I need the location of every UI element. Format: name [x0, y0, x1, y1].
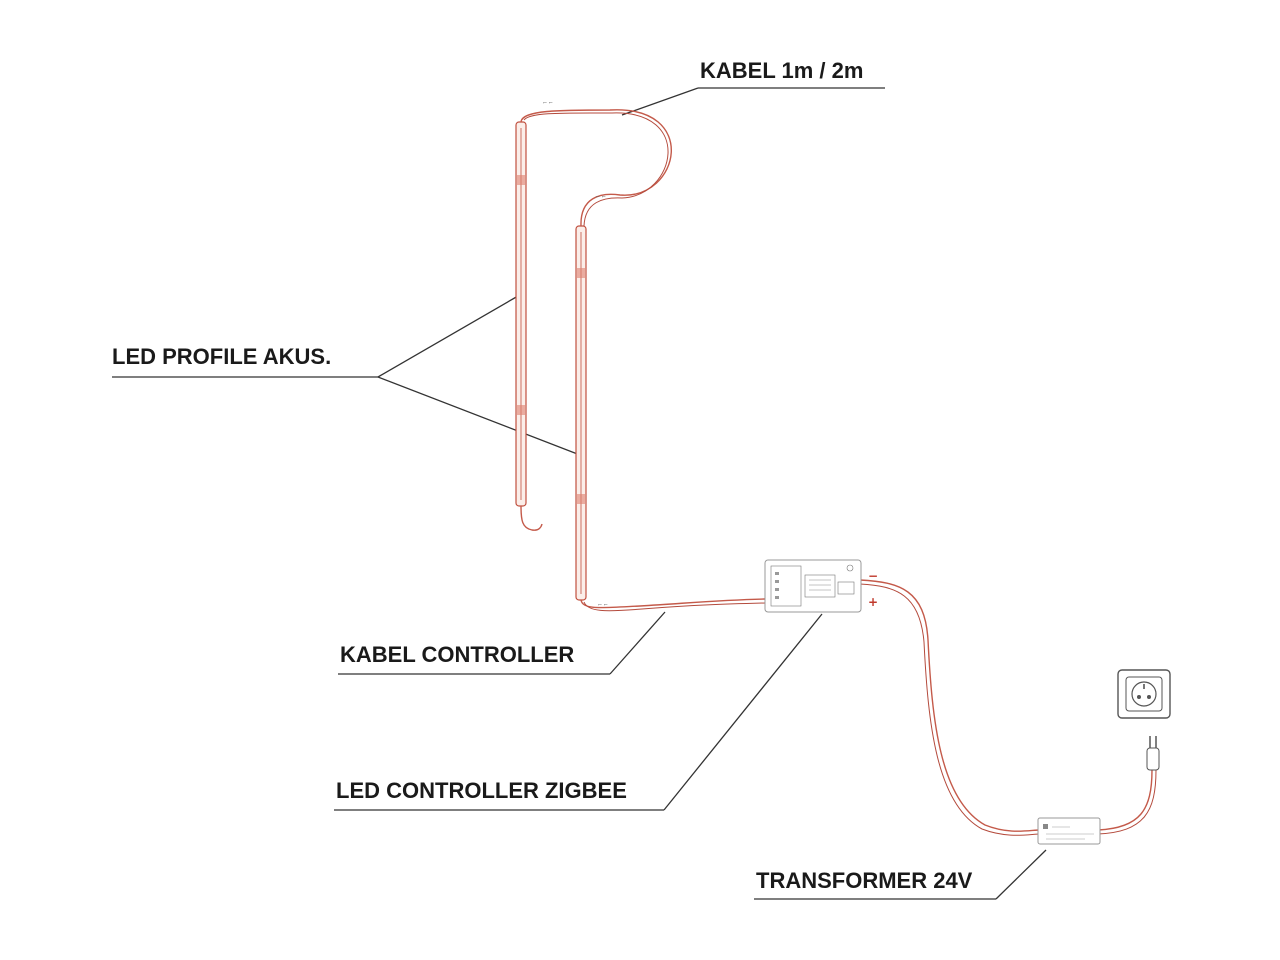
- label-profile: LED PROFILE AKUS.: [112, 344, 331, 369]
- cable-controller: ⌐ ⌐: [580, 598, 766, 612]
- label-controller-group: LED CONTROLLER ZIGBEE: [334, 613, 823, 811]
- label-kabel-leader: [621, 87, 699, 116]
- cable-1m-2m: ⌐ ⌐ ⌐ ⌐: [520, 100, 672, 227]
- label-controller-leader: [663, 613, 823, 811]
- svg-text:⌐ ⌐: ⌐ ⌐: [596, 194, 606, 200]
- label-kabel-group: KABEL 1m / 2m: [621, 58, 885, 116]
- label-transformer: TRANSFORMER 24V: [756, 868, 973, 893]
- transformer-box: [1037, 817, 1101, 845]
- label-transformer-group: TRANSFORMER 24V: [754, 849, 1047, 900]
- svg-text:⌐ ⌐: ⌐ ⌐: [598, 602, 608, 608]
- led-profile-left: [515, 121, 527, 507]
- label-profile-leader-2: [377, 376, 581, 456]
- cable-transformer-to-plug: [1097, 769, 1157, 835]
- label-kabel: KABEL 1m / 2m: [700, 58, 863, 83]
- terminal-minus: −: [868, 569, 878, 583]
- label-kabel-controller-leader: [609, 611, 666, 675]
- label-profile-group: LED PROFILE AKUS.: [112, 295, 581, 456]
- wall-socket-icon: [1117, 669, 1171, 719]
- svg-text:⌐ ⌐: ⌐ ⌐: [543, 100, 553, 106]
- label-controller: LED CONTROLLER ZIGBEE: [336, 778, 627, 803]
- led-profile-right: [575, 225, 587, 601]
- cable-left-end: [520, 505, 543, 531]
- terminal-plus: +: [868, 595, 878, 609]
- label-kabel-controller: KABEL CONTROLLER: [340, 642, 574, 667]
- label-profile-leader-1: [377, 295, 519, 378]
- label-transformer-leader: [995, 849, 1047, 900]
- power-plug: [1146, 736, 1160, 771]
- led-controller-box: [764, 559, 862, 613]
- label-kabel-controller-group: KABEL CONTROLLER: [338, 611, 666, 675]
- cable-controller-to-transformer: [859, 579, 1041, 836]
